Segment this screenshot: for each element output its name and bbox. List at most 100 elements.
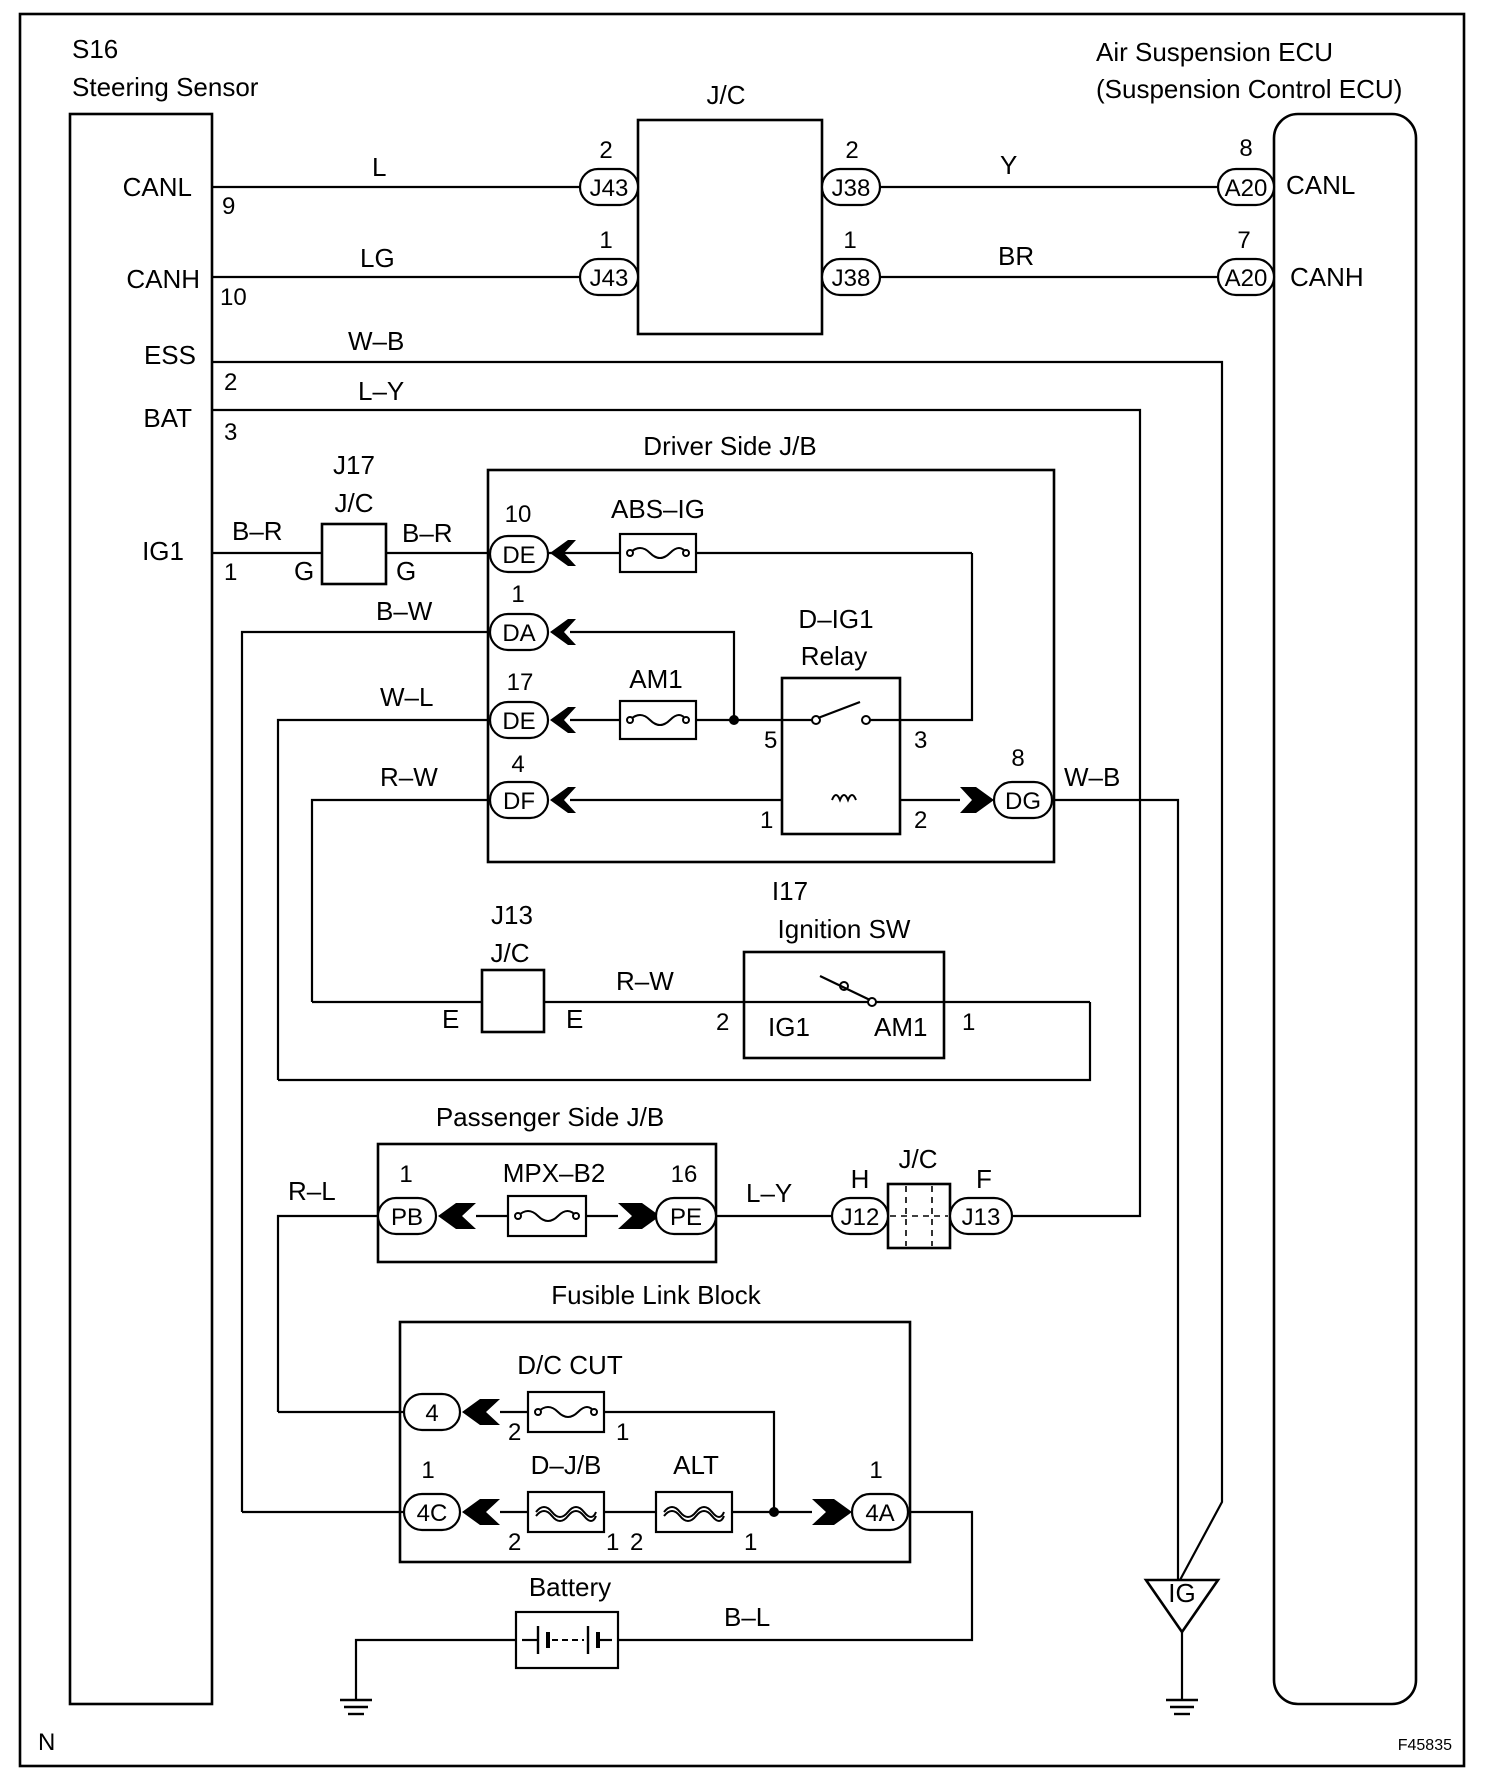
svg-text:A20: A20 (1225, 175, 1268, 202)
wire-canl-right: Y (1000, 150, 1017, 180)
ignition-switch-icon (819, 975, 871, 1001)
j13-pin-right: E (566, 1004, 583, 1034)
wire-de17: W–L (380, 682, 433, 712)
sensor-pin-1: 1 (224, 559, 237, 586)
j13-pin-f: F (976, 1164, 992, 1194)
4a-pin-1: 1 (869, 1457, 882, 1484)
relay-line1: D–IG1 (798, 604, 873, 634)
j43-pin-2: 2 (599, 137, 612, 164)
connector-de-17: DE (488, 700, 550, 740)
df-pin-4: 4 (511, 751, 524, 778)
junction-dot (769, 1507, 779, 1517)
svg-text:DG: DG (1005, 788, 1041, 815)
wire-battery: B–L (724, 1602, 770, 1632)
wire-ign: R–W (616, 966, 674, 996)
svg-text:J12: J12 (841, 1204, 880, 1231)
air-suspension-ecu-box (1272, 112, 1418, 1706)
svg-text:J43: J43 (590, 265, 629, 292)
arrow-icon (618, 1203, 660, 1229)
outer-frame (18, 12, 1466, 1768)
ig-label: IG (1168, 1578, 1195, 1608)
fuse-icon (629, 547, 687, 559)
passenger-jb-title: Passenger Side J/B (436, 1102, 664, 1132)
pe-pin-16: 16 (671, 1161, 698, 1188)
j38-pin-1: 1 (843, 227, 856, 254)
svg-text:J38: J38 (832, 175, 871, 202)
dc-cut-pin-2: 2 (508, 1419, 521, 1446)
fusible-link-icon (535, 1506, 597, 1518)
svg-text:J13: J13 (962, 1204, 1001, 1231)
sensor-code: S16 (72, 34, 118, 64)
wire-da: B–W (376, 596, 433, 626)
arrow-icon (438, 1203, 476, 1229)
dg-pin-8: 8 (1011, 745, 1024, 772)
junction-dot (729, 715, 739, 725)
ecu-name: Air Suspension ECU (1096, 37, 1333, 67)
fuse-dc-cut-label: D/C CUT (517, 1350, 623, 1380)
j13-pin-left: E (442, 1004, 459, 1034)
connector-j43-canl: J43 (578, 167, 640, 207)
sensor-pin-canl: CANL (123, 172, 192, 202)
svg-text:4: 4 (425, 1400, 438, 1427)
connector-a20-canl: A20 (1216, 167, 1276, 207)
j12-pin-h: H (851, 1164, 870, 1194)
fuse-am1-label: AM1 (629, 664, 682, 694)
fusible-link-icon (663, 1506, 725, 1518)
j13-code: J13 (491, 900, 533, 930)
footer-left: N (38, 1729, 55, 1756)
relay-pin-1: 1 (760, 807, 773, 834)
connector-de-10: DE (488, 534, 550, 574)
de-pin-17: 17 (507, 669, 534, 696)
relay-pin-3: 3 (914, 727, 927, 754)
sensor-pin-2: 2 (224, 369, 237, 396)
wire-df: R–W (380, 762, 438, 792)
relay-pin-5: 5 (764, 727, 777, 754)
svg-text:J43: J43 (590, 175, 629, 202)
sensor-pin-ess: ESS (144, 340, 196, 370)
connector-a20-canh: A20 (1216, 257, 1276, 297)
sensor-pin-10: 10 (220, 284, 247, 311)
svg-text:PB: PB (391, 1204, 423, 1231)
driver-jb-box (486, 468, 1056, 864)
relay-box (780, 676, 902, 836)
ecu-pin-canh: CANH (1290, 262, 1364, 292)
wire-bat: L–Y (358, 376, 404, 406)
fuse-d-jb-label: D–J/B (531, 1450, 602, 1480)
4c-pin-1: 1 (421, 1457, 434, 1484)
d-jb-pin-1: 1 (606, 1529, 619, 1556)
dc-cut-pin-1: 1 (616, 1419, 629, 1446)
wire-canh-right: BR (998, 241, 1034, 271)
arrow-icon (550, 540, 576, 566)
svg-text:PE: PE (670, 1204, 702, 1231)
arrow-icon (462, 1399, 500, 1425)
ignition-right-label: AM1 (874, 1012, 927, 1042)
jc-mid-box (886, 1182, 952, 1250)
fuse-mpx-b2-label: MPX–B2 (503, 1158, 606, 1188)
connector-j12: J12 (830, 1196, 890, 1236)
driver-jb-title: Driver Side J/B (643, 431, 816, 461)
connector-j13-mid: J13 (948, 1196, 1014, 1236)
wire-ess: W–B (348, 326, 404, 356)
arrow-icon (462, 1499, 500, 1525)
de-pin-10: 10 (505, 501, 532, 528)
steering-sensor-box (68, 112, 214, 1706)
ig-triangle-icon (1143, 1578, 1221, 1635)
relay-line2: Relay (801, 641, 867, 671)
fuse-icon (517, 1210, 577, 1222)
sensor-pin-canh: CANH (126, 264, 200, 294)
svg-text:DE: DE (502, 708, 535, 735)
fuse-icon (537, 1406, 595, 1418)
pb-pin-1: 1 (399, 1161, 412, 1188)
wire-canl-left: L (372, 152, 386, 182)
svg-text:J38: J38 (832, 265, 871, 292)
sensor-pin-3: 3 (224, 419, 237, 446)
connector-df-4: DF (488, 780, 550, 820)
connector-j38-canh: J38 (820, 257, 882, 297)
footer-code: F45835 (1398, 1737, 1452, 1754)
arrow-icon (960, 787, 994, 813)
sensor-pin-9: 9 (222, 193, 235, 220)
j17-box (320, 522, 388, 586)
svg-text:DA: DA (502, 620, 535, 647)
sensor-pin-ig1: IG1 (142, 536, 184, 566)
relay-switch-icon (817, 700, 861, 720)
